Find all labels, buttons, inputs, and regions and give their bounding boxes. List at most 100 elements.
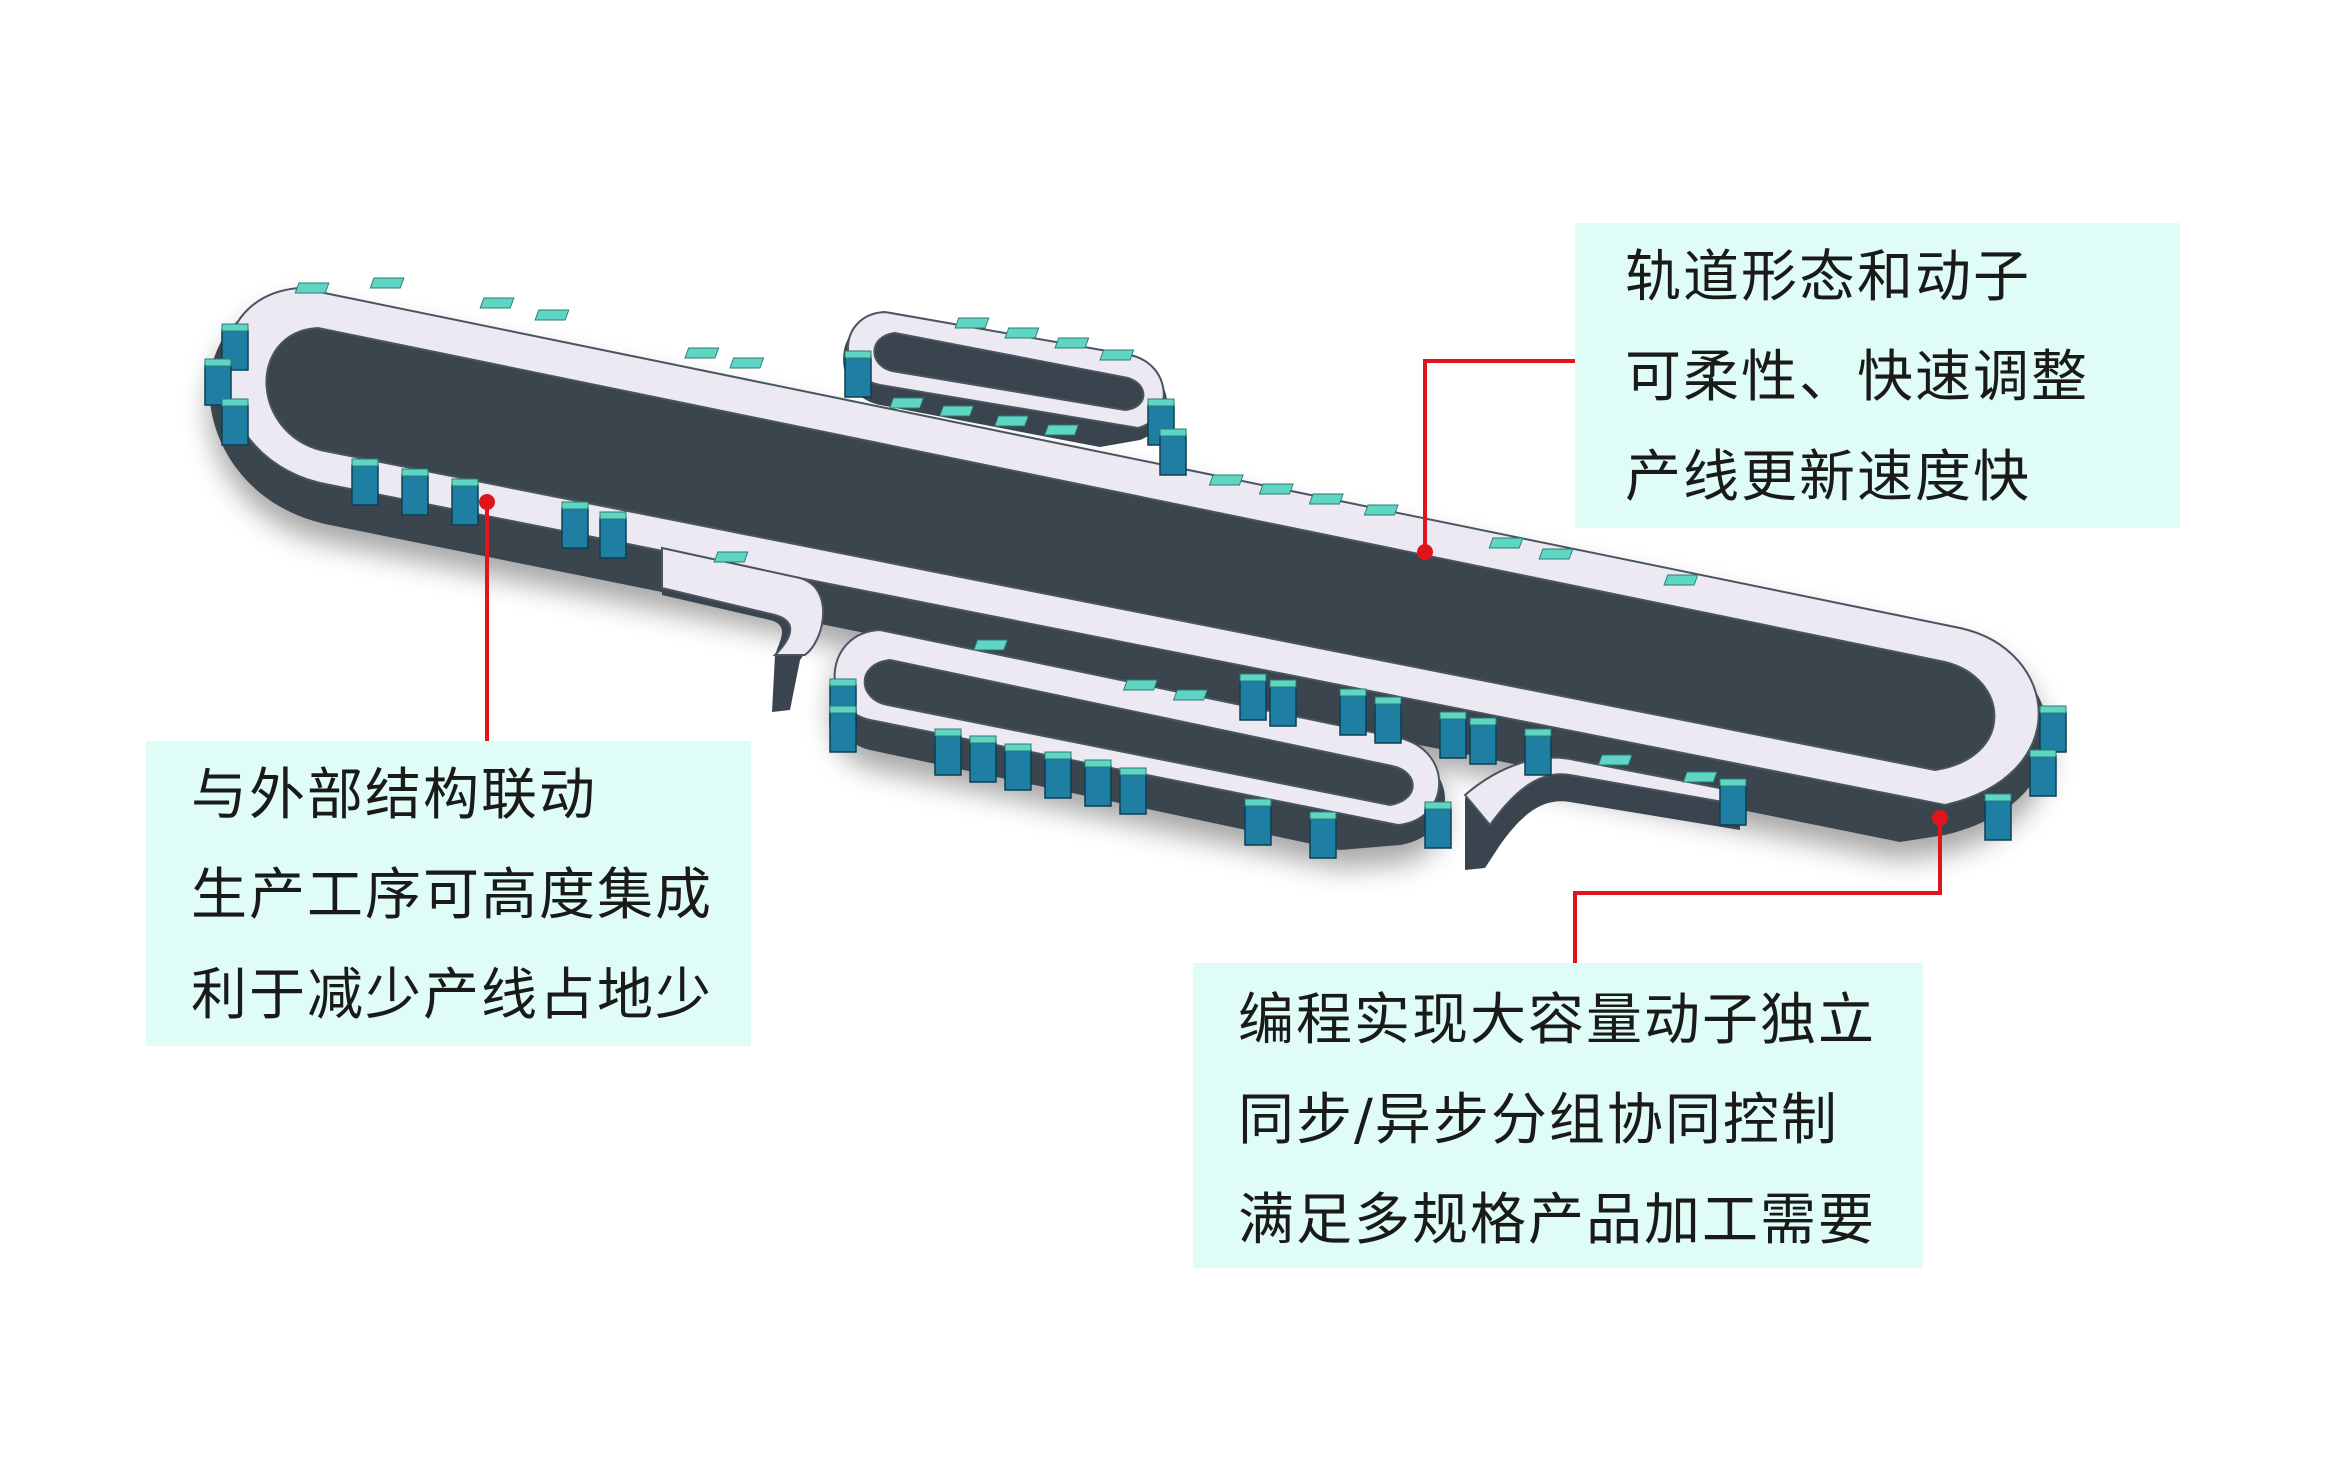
mover-carriage — [221, 398, 249, 446]
mover-carriage-cap — [1469, 717, 1497, 726]
mover-carriage-body — [1374, 702, 1402, 744]
mover-carriage-top — [1308, 493, 1344, 505]
mover-carriage-cap — [829, 678, 857, 687]
callout-track-flexibility: 轨道形态和动子 可柔性、快速调整 产线更新速度快 — [1575, 223, 2180, 528]
mover-carriage-body — [1269, 685, 1297, 727]
mover-carriage-cap — [1244, 798, 1272, 807]
mover-carriage-body — [934, 734, 962, 776]
mover-carriage-top — [1663, 574, 1699, 586]
mover-carriage-body — [1984, 799, 2012, 841]
mover-carriage-body — [829, 711, 857, 753]
mover-carriage-body — [1424, 807, 1452, 849]
callout-text-line: 产线更新速度快 — [1625, 445, 2031, 510]
mover-carriage-body — [1239, 679, 1267, 721]
mover-carriage-cap — [969, 735, 997, 744]
mover-carriage-top — [684, 347, 720, 359]
mover-carriage — [829, 705, 857, 753]
mover-carriage-top — [973, 639, 1009, 651]
left-branch-top — [661, 546, 825, 656]
mover-carriage-cap — [1374, 696, 1402, 705]
mover-carriage — [844, 350, 872, 398]
mover-carriage-top — [1172, 689, 1208, 701]
mover-carriage-body — [1524, 734, 1552, 776]
mover-carriage-cap — [351, 458, 379, 467]
mover-carriage — [1524, 728, 1552, 776]
left-branch-track — [661, 546, 825, 712]
mover-carriage-body — [1084, 765, 1112, 807]
mover-carriage-top — [1363, 504, 1399, 516]
mover-carriage-cap — [1147, 398, 1175, 407]
mover-carriage-body — [1439, 717, 1467, 759]
mover-carriage — [1339, 688, 1367, 736]
mover-carriage-top — [889, 397, 925, 409]
leader-line-top-right — [1423, 359, 1575, 548]
mover-carriage-cap — [451, 478, 479, 487]
mover-carriage-top — [994, 415, 1030, 427]
mover-carriage — [561, 501, 589, 549]
mover-carriage-cap — [1239, 673, 1267, 682]
mover-carriage-cap — [934, 728, 962, 737]
callout-programmable-control: 编程实现大容量动子独立 同步/异步分组协同控制 满足多规格产品加工需要 — [1193, 963, 1923, 1268]
mover-carriage-top — [1258, 483, 1294, 495]
mover-carriage-top — [1597, 754, 1633, 766]
mover-carriage — [1159, 428, 1187, 476]
mover-carriage-cap — [1439, 711, 1467, 720]
mover-carriage-top — [369, 277, 405, 289]
mover-carriage-body — [221, 404, 249, 446]
mover-carriage-top — [479, 297, 515, 309]
mover-carriage — [1044, 751, 1072, 799]
mover-carriage — [1439, 711, 1467, 759]
middle-loop-top — [833, 628, 1441, 827]
mover-carriage-body — [2029, 755, 2057, 797]
mover-carriage-cap — [829, 705, 857, 714]
mover-carriage-body — [401, 474, 429, 516]
mover-carriage-cap — [1044, 751, 1072, 760]
mover-carriage — [1374, 696, 1402, 744]
mover-carriage — [1244, 798, 1272, 846]
mover-carriage — [969, 735, 997, 783]
callout-text-line: 满足多规格产品加工需要 — [1238, 1188, 1876, 1253]
mover-carriage — [1004, 743, 1032, 791]
leader-dot-left — [479, 494, 495, 510]
mover-carriage-body — [969, 741, 997, 783]
mover-carriage-top — [954, 317, 990, 329]
mover-carriage — [1119, 767, 1147, 815]
mover-carriage-cap — [1339, 688, 1367, 697]
mover-carriage-cap — [1309, 811, 1337, 820]
mover-carriage-body — [2039, 711, 2067, 753]
mover-carriage-top — [713, 551, 749, 563]
mover-carriage — [401, 468, 429, 516]
mover-carriage-top — [1004, 327, 1040, 339]
mover-carriage-top — [294, 282, 330, 294]
mover-carriage-cap — [204, 358, 232, 367]
movers — [204, 277, 2067, 859]
mover-carriage-top — [1122, 679, 1158, 691]
mover-carriage-top — [1682, 771, 1718, 783]
mover-carriage-top — [939, 405, 975, 417]
mover-carriage-cap — [221, 323, 249, 332]
mover-carriage-body — [1309, 817, 1337, 859]
mover-carriage-cap — [1719, 778, 1747, 787]
mover-carriage — [1084, 759, 1112, 807]
mover-carriage-body — [599, 517, 627, 559]
mover-carriage-cap — [844, 350, 872, 359]
mover-carriage-body — [1044, 757, 1072, 799]
mover-carriage-top — [1538, 548, 1574, 560]
mover-carriage-cap — [1084, 759, 1112, 768]
mover-carriage — [1469, 717, 1497, 765]
mover-carriage — [934, 728, 962, 776]
mover-carriage-cap — [1119, 767, 1147, 776]
mover-carriage-cap — [401, 468, 429, 477]
mover-carriage-cap — [1424, 801, 1452, 810]
mover-carriage-top — [1099, 349, 1135, 361]
callout-text-line: 与外部结构联动 — [191, 763, 597, 828]
mover-carriage-cap — [1984, 793, 2012, 802]
leader-dot-bottom-right — [1932, 810, 1948, 826]
middle-loop-track — [831, 628, 1445, 850]
leader-dot-top-right — [1417, 544, 1433, 560]
mover-carriage — [351, 458, 379, 506]
mover-carriage-cap — [599, 511, 627, 520]
mover-carriage-body — [1004, 749, 1032, 791]
mover-carriage — [1269, 679, 1297, 727]
